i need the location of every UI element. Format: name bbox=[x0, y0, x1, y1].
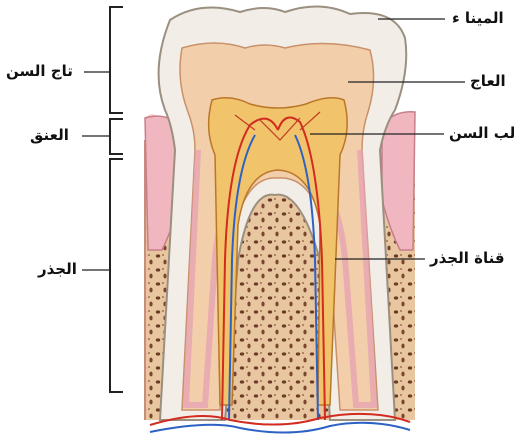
label-crown: تاج السن bbox=[6, 64, 73, 79]
label-dentin: العاج bbox=[470, 74, 506, 89]
crown-bracket bbox=[110, 7, 123, 113]
brackets bbox=[110, 7, 123, 392]
label-root: الجذر bbox=[38, 262, 77, 277]
label-pulp: لب السن bbox=[449, 126, 515, 141]
neck-bracket bbox=[110, 119, 123, 154]
root-bracket bbox=[110, 159, 123, 392]
label-enamel: المينا ء bbox=[452, 11, 504, 26]
label-neck: العنق bbox=[30, 128, 69, 143]
label-root-canal: قناة الجذر bbox=[430, 251, 505, 266]
left-leader-lines bbox=[82, 72, 110, 270]
